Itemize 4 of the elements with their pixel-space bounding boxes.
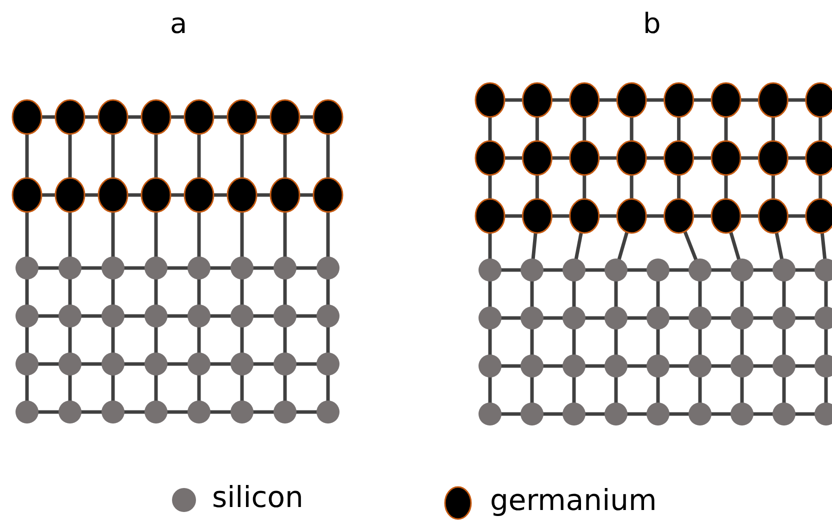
legend-label: silicon [212,480,304,514]
legend-label: germanium [490,483,657,517]
panel-label: b [643,8,661,40]
panel-label: a [170,8,188,40]
